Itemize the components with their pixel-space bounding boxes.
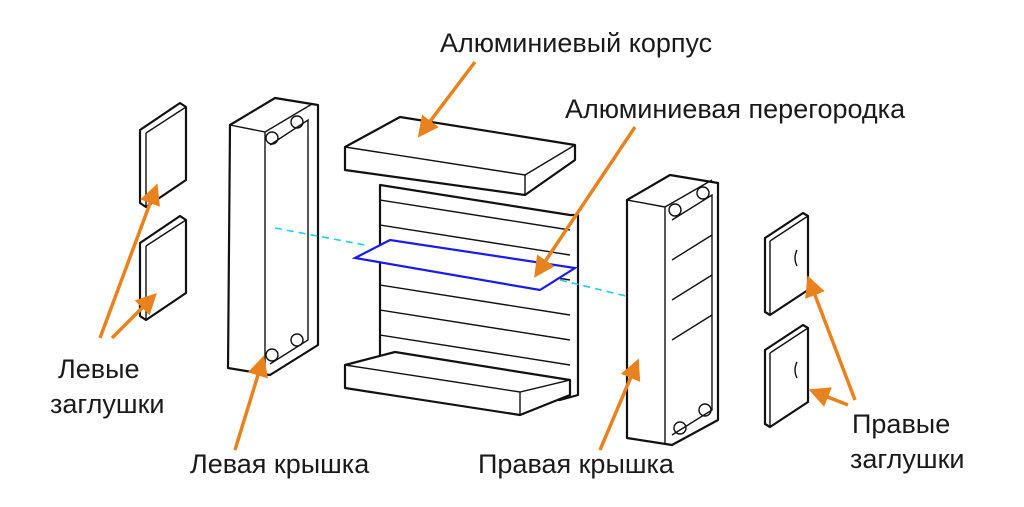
label-right-plugs-line1: Правые <box>852 409 951 439</box>
label-aluminium-divider: Алюминиевая перегородка <box>565 94 906 124</box>
right-cover <box>625 173 720 447</box>
assembly-axis <box>274 227 631 298</box>
right-plug-bottom <box>763 323 810 429</box>
aluminium-divider <box>351 238 579 292</box>
left-cover <box>226 96 320 377</box>
label-left-plugs-line2: заглушки <box>50 389 165 419</box>
label-aluminium-body: Алюминиевый корпус <box>440 28 713 58</box>
aluminium-body <box>343 115 580 417</box>
label-right-plugs-line2: заглушки <box>850 444 965 474</box>
label-right-cover: Правая крышка <box>478 449 674 479</box>
label-left-cover: Левая крышка <box>190 449 370 479</box>
left-plug-top <box>138 101 188 209</box>
callout-arrows <box>98 60 857 451</box>
right-plug-top <box>763 211 810 317</box>
label-left-plugs-line1: Левые <box>58 354 140 384</box>
